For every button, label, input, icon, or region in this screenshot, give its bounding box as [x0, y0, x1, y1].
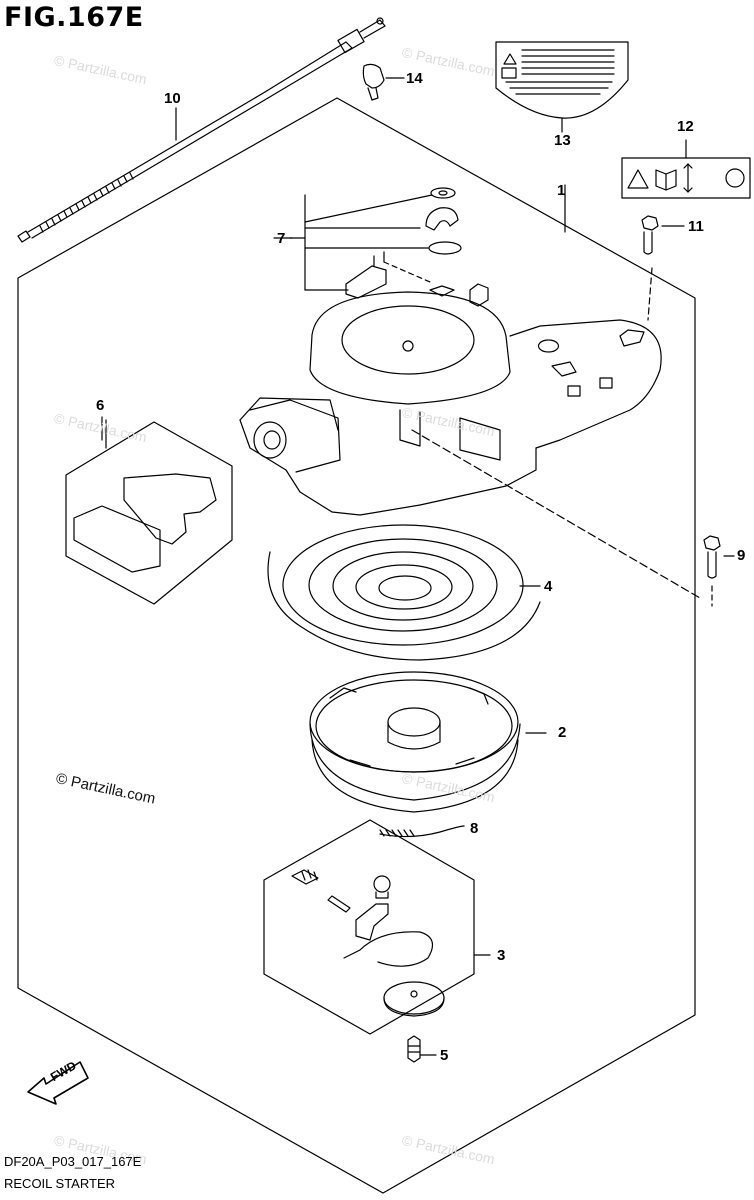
- reel: [309, 671, 547, 813]
- callout-8: 8: [470, 820, 479, 837]
- figure-name: RECOIL STARTER: [4, 1176, 116, 1191]
- cable-clamp-kit: [289, 187, 462, 299]
- callout-14: 14: [406, 70, 423, 87]
- screw-5: [407, 1035, 437, 1063]
- callout-4: 4: [544, 578, 553, 595]
- assembly-outline: [17, 97, 696, 1194]
- starter-housing: [239, 184, 701, 599]
- start-in-gear-cable: [17, 17, 386, 243]
- callout-9: 9: [737, 547, 746, 564]
- callout-1: 1: [557, 182, 566, 199]
- callout-10: 10: [164, 90, 181, 107]
- callout-7: 7: [277, 230, 286, 247]
- callout-6: 6: [96, 397, 105, 414]
- starter-handle: [65, 419, 233, 605]
- bolt-9: [703, 535, 735, 607]
- starter-rope: [379, 825, 465, 838]
- callout-2: 2: [558, 724, 567, 741]
- callout-13: 13: [554, 132, 571, 149]
- figure-title: FIG.167E: [4, 2, 144, 33]
- leader-lines: [101, 107, 293, 441]
- callout-11: 11: [688, 218, 704, 235]
- callout-5: 5: [440, 1047, 449, 1064]
- bolt-11: [641, 215, 685, 321]
- fwd-arrow: [27, 1061, 89, 1105]
- recoil-spring: [267, 524, 541, 661]
- figure-code: DF20A_P03_017_167E: [4, 1154, 142, 1169]
- callout-12: 12: [677, 118, 694, 135]
- clip: [362, 63, 405, 101]
- callout-3: 3: [497, 947, 506, 964]
- caution-label: [621, 139, 751, 199]
- ratchet-kit: [263, 819, 491, 1035]
- warning-label: [495, 41, 629, 133]
